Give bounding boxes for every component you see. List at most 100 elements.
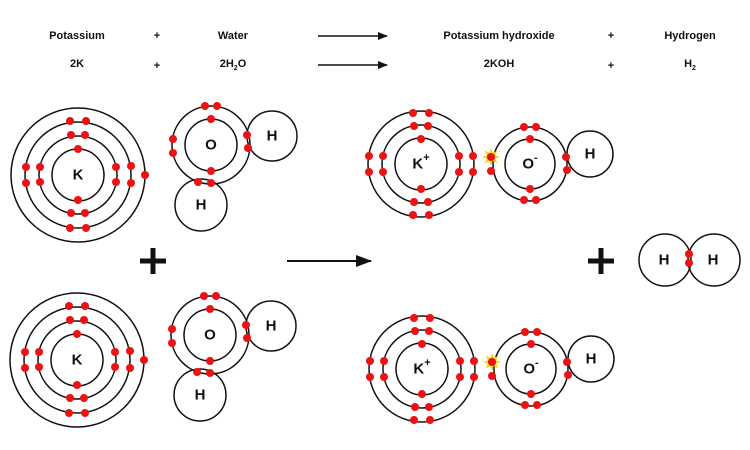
electron: [206, 305, 214, 313]
electron: [112, 178, 120, 186]
electron: [521, 401, 529, 409]
electron: [469, 152, 477, 160]
electron: [418, 340, 426, 348]
electron: [111, 348, 119, 356]
electron: [82, 224, 90, 232]
electron: [379, 168, 387, 176]
electron: [126, 347, 134, 355]
electron: [207, 167, 215, 175]
electron: [81, 131, 89, 139]
electron: [527, 340, 535, 348]
electron: [206, 357, 214, 365]
electron: [685, 259, 693, 267]
electron: [379, 152, 387, 160]
hydrogen-molecule-symbol-right: H: [708, 252, 719, 269]
hydrogen-symbol: H: [196, 197, 207, 214]
formula-h2-prefix: H: [684, 58, 693, 70]
hydroxide-outer-shell: [492, 126, 568, 202]
potassium-ion-symbol: K+: [412, 152, 429, 173]
electron: [169, 135, 177, 143]
electron: [456, 373, 464, 381]
electron: [532, 196, 540, 204]
potassium-symbol: K: [73, 167, 84, 184]
electron: [417, 135, 425, 143]
potassium-symbol: K: [72, 352, 83, 369]
electron: [487, 153, 495, 161]
formula-water: 2H2O: [220, 58, 247, 72]
electron: [35, 363, 43, 371]
formula-h2-subscript: 2: [692, 65, 696, 73]
electron: [35, 348, 43, 356]
electron: [425, 327, 433, 335]
electron: [80, 394, 88, 402]
electron: [111, 363, 119, 371]
electron: [65, 409, 73, 417]
electron: [66, 117, 74, 125]
electron: [410, 122, 418, 130]
electron: [424, 122, 432, 130]
electron: [21, 364, 29, 372]
electron: [212, 292, 220, 300]
electron: [127, 162, 135, 170]
electron: [80, 316, 88, 324]
formula-h2: H2: [684, 58, 696, 72]
electron: [67, 209, 75, 217]
potassium-ion-shell: [381, 124, 461, 204]
electron: [564, 371, 572, 379]
word-potassium-hydroxide: Potassium hydroxide: [443, 30, 555, 42]
hydroxide-outer-shell: [493, 331, 569, 407]
potassium-ion-symbol: K+: [413, 357, 430, 378]
electron: [168, 325, 176, 333]
electron: [470, 373, 478, 381]
electron: [411, 327, 419, 335]
electron: [213, 102, 221, 110]
hydrogen-symbol: H: [195, 387, 206, 404]
electron: [193, 368, 201, 376]
electron: [74, 196, 82, 204]
electron: [409, 211, 417, 219]
electron: [456, 357, 464, 365]
electron: [410, 416, 418, 424]
electron: [365, 168, 373, 176]
potassium-ion-symbol-charge: +: [423, 152, 429, 164]
formula-water-prefix: 2H: [219, 58, 234, 70]
plus-sign-products-v: [598, 248, 604, 274]
word-plus-2: +: [607, 30, 615, 42]
electron: [168, 339, 176, 347]
electron: [521, 328, 529, 336]
electron: [426, 314, 434, 322]
electron: [366, 373, 374, 381]
hydroxide-oxygen-symbol: O-: [522, 152, 538, 173]
electron: [685, 250, 693, 258]
formula-water-suffix: O: [237, 58, 247, 70]
electron: [22, 179, 30, 187]
electron: [243, 131, 251, 139]
electron: [36, 163, 44, 171]
word-hydrogen: Hydrogen: [664, 30, 716, 42]
electron: [527, 390, 535, 398]
formula-water-subscript: 2: [233, 65, 238, 73]
electron: [66, 316, 74, 324]
electron: [194, 178, 202, 186]
electron: [424, 198, 432, 206]
hydrogen-symbol: H: [585, 146, 596, 163]
electron: [206, 369, 214, 377]
electron: [488, 372, 496, 380]
hydrogen-symbol: H: [586, 351, 597, 368]
electron: [81, 409, 89, 417]
electron: [36, 178, 44, 186]
electron: [533, 328, 541, 336]
potassium-ion-shell: [368, 315, 476, 423]
word-water: Water: [217, 30, 249, 42]
electron: [243, 334, 251, 342]
electron: [409, 109, 417, 117]
hydrogen-molecule-symbol-left: H: [659, 252, 670, 269]
electron: [81, 209, 89, 217]
electron: [81, 302, 89, 310]
electron: [66, 224, 74, 232]
electron: [141, 171, 149, 179]
electron: [455, 152, 463, 160]
potassium-shell: [23, 306, 131, 414]
electron: [242, 321, 250, 329]
